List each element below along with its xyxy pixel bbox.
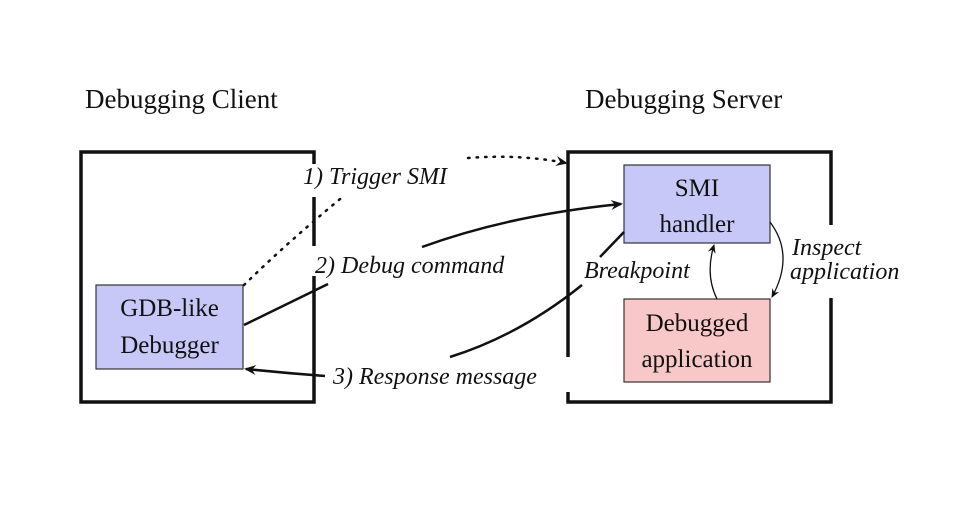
response-message-edge: Breakpoint 3) Response message [244, 231, 691, 390]
app-label-line1: Debugged [646, 310, 749, 337]
gdb-debugger-node[interactable]: GDB-like Debugger [95, 284, 244, 370]
response-message-label: 3) Response message [332, 364, 537, 390]
server-title: Debugging Server [585, 84, 782, 114]
debug-command-label: 2) Debug command [315, 253, 505, 279]
inspect-application-edge: Inspect application [769, 221, 899, 298]
breakpoint-arrow [707, 244, 718, 300]
debugged-application-node[interactable]: Debugged application [623, 298, 771, 383]
server-container [566, 150, 833, 404]
response-line-middle [449, 284, 583, 359]
debug-line-upper [421, 200, 623, 249]
debug-line-lower [243, 282, 329, 327]
response-line-lower [244, 365, 326, 378]
inspect-arrow [769, 221, 784, 298]
gdb-label-line1: GDB-like [120, 295, 219, 322]
smi-label-line2: handler [660, 211, 736, 238]
inspect-label-line2: application [790, 259, 899, 285]
gdb-label-line2: Debugger [120, 332, 219, 359]
smi-label-line1: SMI [675, 175, 719, 202]
app-label-line2: application [641, 346, 753, 373]
smi-handler-node[interactable]: SMI handler [623, 164, 771, 244]
trigger-smi-edge: 1) Trigger SMI [242, 155, 568, 287]
inspect-label-line1: Inspect [791, 235, 863, 261]
trigger-line-lower [242, 193, 347, 287]
breakpoint-line-upper [599, 231, 625, 258]
debug-command-edge: 2) Debug command [243, 200, 623, 327]
client-title: Debugging Client [85, 84, 278, 114]
trigger-line-upper [466, 155, 568, 166]
trigger-smi-label: 1) Trigger SMI [303, 164, 448, 190]
breakpoint-label: Breakpoint [584, 258, 691, 284]
